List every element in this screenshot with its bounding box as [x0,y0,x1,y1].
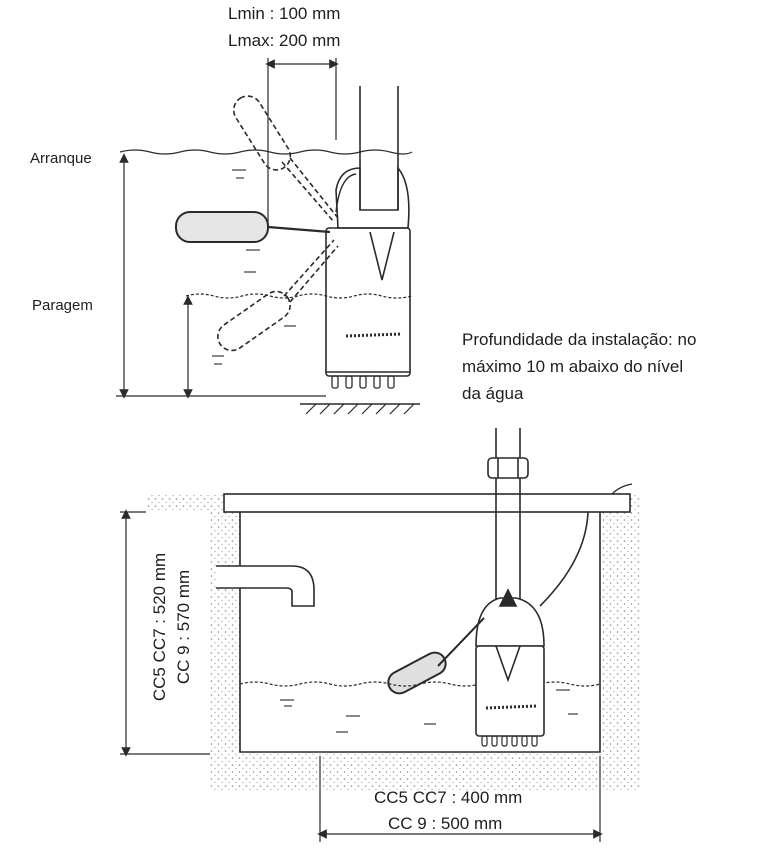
pump-neck [335,165,410,229]
pit-pump-body [475,645,545,737]
pump-inlet-slots [331,375,395,389]
install-note-line: Profundidade da instalação: no [462,330,697,349]
water-ripples-top [212,169,296,365]
start-level-label: Arranque [30,150,92,167]
lmax-label: Lmax: 200 mm [228,31,341,50]
stop-level-label: Paragem [32,297,93,314]
float-cable [267,225,331,234]
water-ripples-bottom [280,689,578,733]
start-water-level [119,149,413,155]
float-cable-pit [437,617,485,667]
floor-hatch [305,403,415,415]
float-switch-pit [387,651,447,695]
depth-label-cc5-cc7: CC5 CC7 : 520 mm [150,552,169,702]
top-diagram [116,58,420,415]
width-label-cc5-cc7: CC5 CC7 : 400 mm [374,788,523,807]
lmin-label: Lmin : 100 mm [228,4,341,23]
inlet-pipe [216,565,315,607]
float-switch-lowered [217,239,339,352]
pit-pump-vane [495,645,521,683]
pit-pump-top [475,597,545,647]
depth-label-cc9: CC 9 : 570 mm [174,569,193,685]
install-note-line: da água [462,384,524,403]
pit-pump-slots [481,735,538,747]
width-label-cc9: CC 9 : 500 mm [388,814,503,833]
pit-walls [239,512,601,753]
pump-logo [345,332,403,338]
pump-cable [539,511,589,607]
stop-water-level [185,293,413,299]
install-depth-note: Profundidade da instalação: no máximo 10… [462,326,696,407]
ground-soil [146,494,640,790]
pit-pump-logo [485,704,537,710]
float-switch-horizontal [175,211,269,243]
install-note-line: máximo 10 m abaixo do nível [462,357,684,376]
bottom-diagram [120,428,640,842]
float-switch-raised [232,95,339,223]
cable-exit [611,483,633,495]
cable-loop [335,173,357,213]
pump-body [325,227,411,377]
pump-arrow-icon [498,588,518,607]
pit-cover [223,493,631,513]
pump-inner-vane [369,231,395,281]
pipe-coupling [487,457,529,479]
